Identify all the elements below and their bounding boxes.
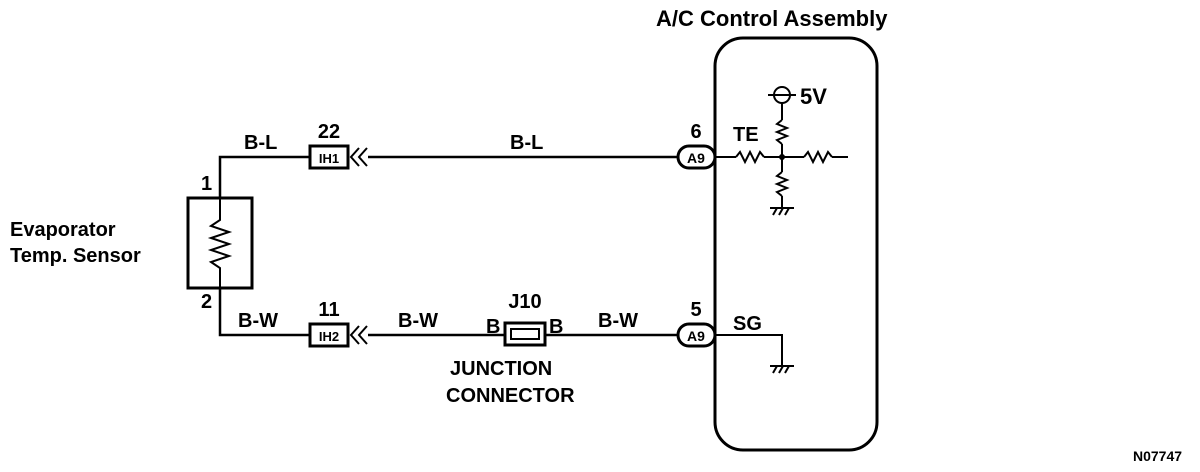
ground-icon-sg xyxy=(770,365,794,374)
connector-ih1-code: IH1 xyxy=(319,151,339,166)
connector-a9-bottom-pin: 5 xyxy=(690,299,701,321)
junction-right-pin: B xyxy=(549,316,563,338)
sensor-label-line1: Evaporator xyxy=(10,219,116,241)
figure-id: N07747 xyxy=(1133,448,1182,464)
connector-a9-bottom-code: A9 xyxy=(687,328,705,344)
sensor-thermistor-icon xyxy=(207,198,233,288)
wire-bw-mid-label: B-W xyxy=(398,310,438,332)
wire-bw-left-label: B-W xyxy=(238,310,278,332)
ac-control-assembly-label: A/C Control Assembly xyxy=(656,6,888,31)
ih2-plug-chevron-icon-2 xyxy=(357,325,368,345)
sensor-pin-2: 2 xyxy=(201,291,212,313)
pulldown-resistor-icon xyxy=(774,171,790,197)
terminal-sg-label: SG xyxy=(733,313,762,335)
wire-bl-left xyxy=(218,155,310,198)
sensor-pin-1: 1 xyxy=(201,173,212,195)
connector-a9-top-code: A9 xyxy=(687,150,705,166)
ac-control-assembly-box xyxy=(713,36,879,452)
ih2-plug-chevron-icon xyxy=(349,325,360,345)
junction-name-line2: CONNECTOR xyxy=(446,385,575,407)
junction-connector-inner xyxy=(510,328,540,340)
terminal-te-label: TE xyxy=(733,124,759,146)
sensor-label-line2: Temp. Sensor xyxy=(10,245,141,267)
te-resistor-icon xyxy=(735,149,765,165)
sg-line xyxy=(715,334,783,366)
connector-ih2-code: IH2 xyxy=(319,329,339,344)
wire-bl-left-label: B-L xyxy=(244,132,277,154)
junction-connector-j10 xyxy=(503,321,547,347)
supply-5v-label: 5V xyxy=(800,84,827,109)
connector-ih1 xyxy=(308,144,350,170)
ih1-plug-chevron-icon xyxy=(349,147,360,167)
ih1-plug-chevron-icon-2 xyxy=(357,147,368,167)
connector-ih1-pin: 22 xyxy=(318,121,340,143)
junction-name-line1: JUNCTION xyxy=(450,358,552,380)
pullup-resistor-icon xyxy=(774,119,790,145)
wire-bw-right-label: B-W xyxy=(598,310,638,332)
wire-bw-left xyxy=(218,288,310,337)
ground-icon-te xyxy=(770,207,794,216)
connector-ih2-pin: 11 xyxy=(318,299,339,321)
connector-a9-top-pin: 6 xyxy=(690,121,701,143)
wire-bl-main-label: B-L xyxy=(510,132,543,154)
junction-code: J10 xyxy=(508,291,541,313)
junction-left-pin: B xyxy=(486,316,500,338)
connector-ih2 xyxy=(308,322,350,348)
te-output-resistor-icon xyxy=(803,149,833,165)
